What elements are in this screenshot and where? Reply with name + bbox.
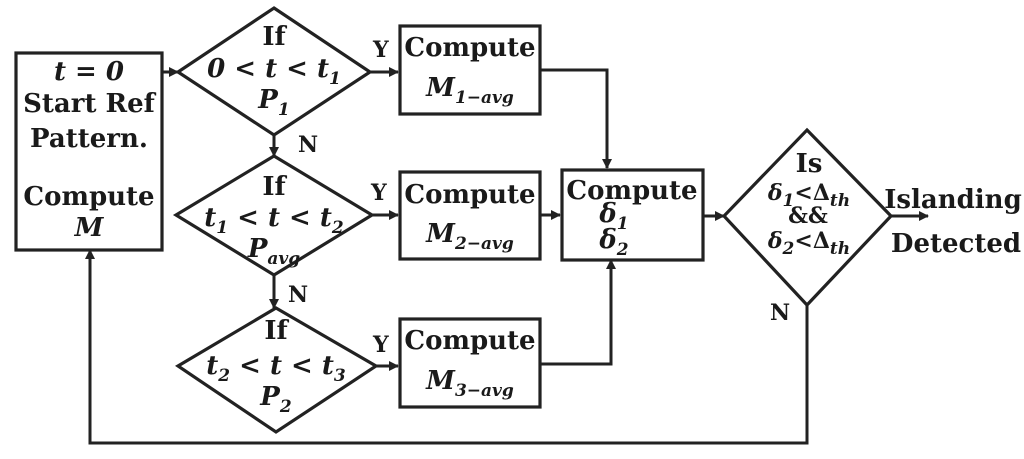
compute-box-2-var: M2−avg	[425, 219, 514, 254]
arrow-c1-to-delta	[540, 68, 612, 169]
arrow-c3-to-delta	[540, 259, 616, 366]
decision-2-power: Pavg	[247, 234, 300, 269]
decision-3-power: P2	[259, 382, 292, 417]
final-condition-1: δ1<Δth	[767, 180, 850, 211]
compute-delta-box: Compute δ1 δ2	[560, 168, 705, 262]
pattern-text: Pattern.	[30, 124, 148, 154]
decision-1-if: If	[262, 22, 287, 52]
delta-2: δ2	[598, 225, 628, 260]
connectors	[85, 67, 929, 445]
decision-2: If t1 < t < t2 Pavg	[172, 154, 376, 277]
decision-1: If 0 < t < t1 P1	[175, 6, 373, 137]
no-label-final: N	[770, 300, 790, 326]
decision-3-t-pre: t	[206, 351, 218, 381]
decision-1-cond-sub: 1	[329, 69, 341, 89]
decision-3: If t2 < t < t3 P2	[175, 306, 380, 434]
decision-2-if: If	[262, 172, 287, 202]
yes-label-2: Y	[370, 180, 387, 206]
decision-3-condition: t2 < t < t3	[206, 351, 346, 386]
compute-delta-label: Compute	[566, 176, 697, 206]
decision-3-cond-text: < t < t	[230, 351, 334, 381]
compute-box-3-label: Compute	[404, 326, 535, 356]
decision-1-cond-text: 0 < t < t	[207, 54, 329, 84]
decision-2-condition: t1 < t < t2	[204, 203, 344, 238]
decision-2-p-sub: avg	[267, 249, 300, 269]
decision-1-power: P1	[257, 85, 289, 120]
decision-1-p: P	[257, 85, 279, 115]
yes-label-1: Y	[372, 37, 389, 63]
decision-1-p-sub: 1	[278, 100, 290, 120]
final-and: &&	[788, 203, 828, 229]
decision-2-t-pre-sub: 1	[216, 218, 228, 238]
decision-2-cond-sub: 2	[331, 218, 344, 238]
decision-2-t-pre: t	[204, 203, 216, 233]
decision-1-condition: 0 < t < t1	[207, 54, 341, 89]
output-islanding: Islanding	[884, 185, 1022, 215]
compute-box-3-var: M3−avg	[425, 366, 514, 401]
delta-1: δ1	[598, 199, 628, 234]
no-label-1: N	[298, 132, 318, 158]
start-time-text: t = 0	[54, 57, 124, 87]
compute-box-1: Compute M1−avg	[398, 24, 542, 116]
decision-3-p: P	[259, 382, 281, 412]
start-ref-text: Start Ref	[23, 89, 157, 119]
compute-box-2-label: Compute	[404, 180, 535, 210]
decision-3-cond-sub: 3	[334, 366, 346, 386]
final-is: Is	[796, 149, 823, 179]
final-condition-2: δ2<Δth	[767, 228, 850, 259]
no-label-2: N	[288, 282, 308, 308]
start-box: t = 0 Start Ref Pattern. Compute M	[14, 51, 164, 252]
decision-2-cond-text: < t < t	[228, 203, 332, 233]
final-decision: Is δ1<Δth && δ2<Δth	[721, 127, 894, 308]
arrow-feedback-loop	[85, 249, 809, 445]
m-variable: M	[74, 213, 105, 243]
compute-box-2: Compute M2−avg	[398, 170, 542, 261]
yes-label-3: Y	[372, 332, 389, 358]
decision-3-p-sub: 2	[279, 397, 292, 417]
compute-box-3: Compute M3−avg	[398, 317, 542, 409]
output-detected: Detected	[891, 229, 1021, 259]
compute-label: Compute	[23, 182, 154, 212]
decision-3-if: If	[264, 316, 289, 346]
compute-box-1-var: M1−avg	[425, 73, 514, 108]
compute-box-1-label: Compute	[404, 33, 535, 63]
decision-3-t-pre-sub: 2	[217, 366, 230, 386]
decision-2-p: P	[247, 234, 269, 264]
